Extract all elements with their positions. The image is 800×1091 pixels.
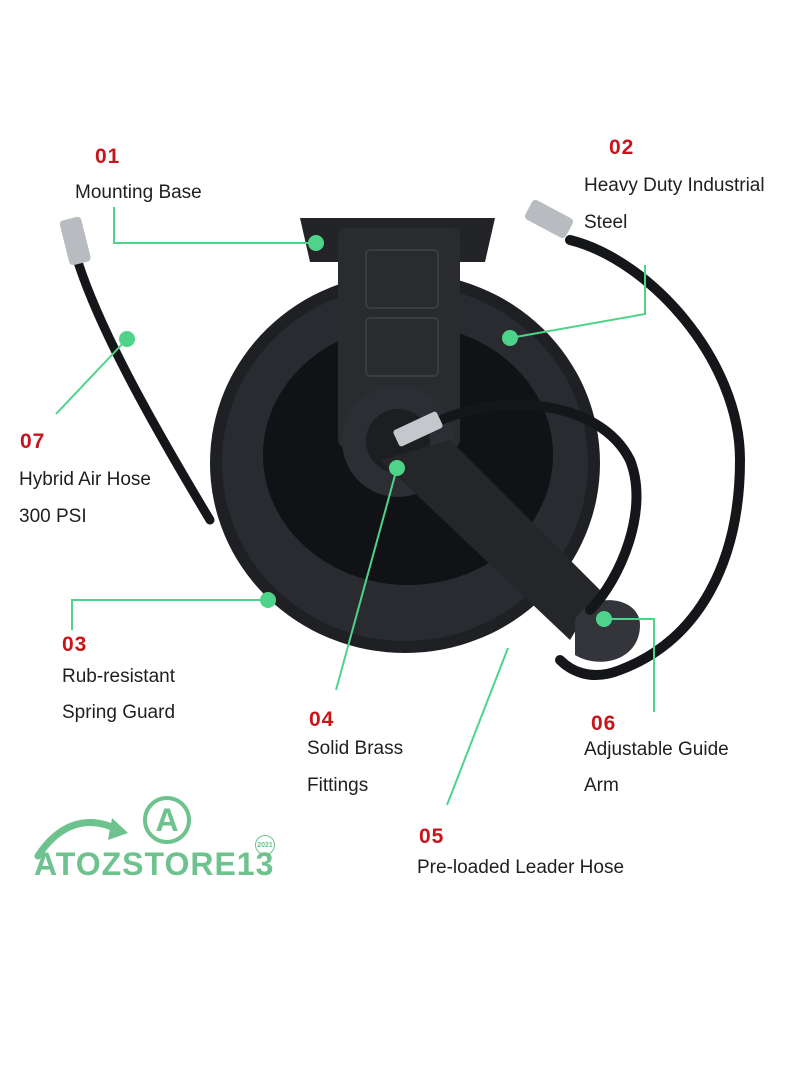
- logo-arrow-icon: [34, 819, 122, 860]
- callout-03-label-line2: Spring Guard: [62, 702, 176, 723]
- callout-06-number: 06: [591, 712, 617, 735]
- callout-02-number: 02: [609, 136, 635, 159]
- callout-04-number: 04: [309, 708, 335, 731]
- leader-hose: [425, 399, 642, 615]
- callout-04-label-line2: Fittings: [307, 775, 369, 796]
- callout-01-number: 01: [95, 145, 121, 168]
- logo-wordmark: ATOZSTORE13: [34, 846, 275, 882]
- callout-03-number: 03: [62, 633, 88, 656]
- right-hose: [555, 235, 746, 680]
- callout-02-label-line2: Steel: [584, 212, 628, 233]
- left-hose: [73, 257, 215, 525]
- callout-01-label: Mounting Base: [75, 182, 202, 203]
- callout-07-label-line1: Hybrid Air Hose: [19, 469, 151, 490]
- callout-07-number: 07: [20, 430, 46, 453]
- right-fitting: [524, 199, 574, 239]
- callout-07-label-line2: 300 PSI: [19, 506, 87, 527]
- support-arm: [338, 228, 460, 448]
- logo-letter-badge: A: [143, 796, 191, 844]
- left-fitting: [59, 216, 91, 266]
- callout-04-label-line1: Solid Brass: [307, 738, 404, 759]
- logo-year-badge: 2021: [255, 835, 275, 855]
- callout-06-label-line2: Arm: [584, 775, 619, 796]
- callout-06-label-line1: Adjustable Guide: [584, 739, 729, 760]
- callout-05-number: 05: [419, 825, 445, 848]
- callout-02-label-line1: Heavy Duty Industrial: [584, 175, 765, 196]
- callout-03-label-line1: Rub-resistant: [62, 666, 175, 687]
- callout-05-label: Pre-loaded Leader Hose: [417, 857, 625, 878]
- guide-arm-plate: [380, 440, 600, 640]
- guide-roller: [575, 600, 640, 662]
- brass-fitting: [393, 411, 443, 447]
